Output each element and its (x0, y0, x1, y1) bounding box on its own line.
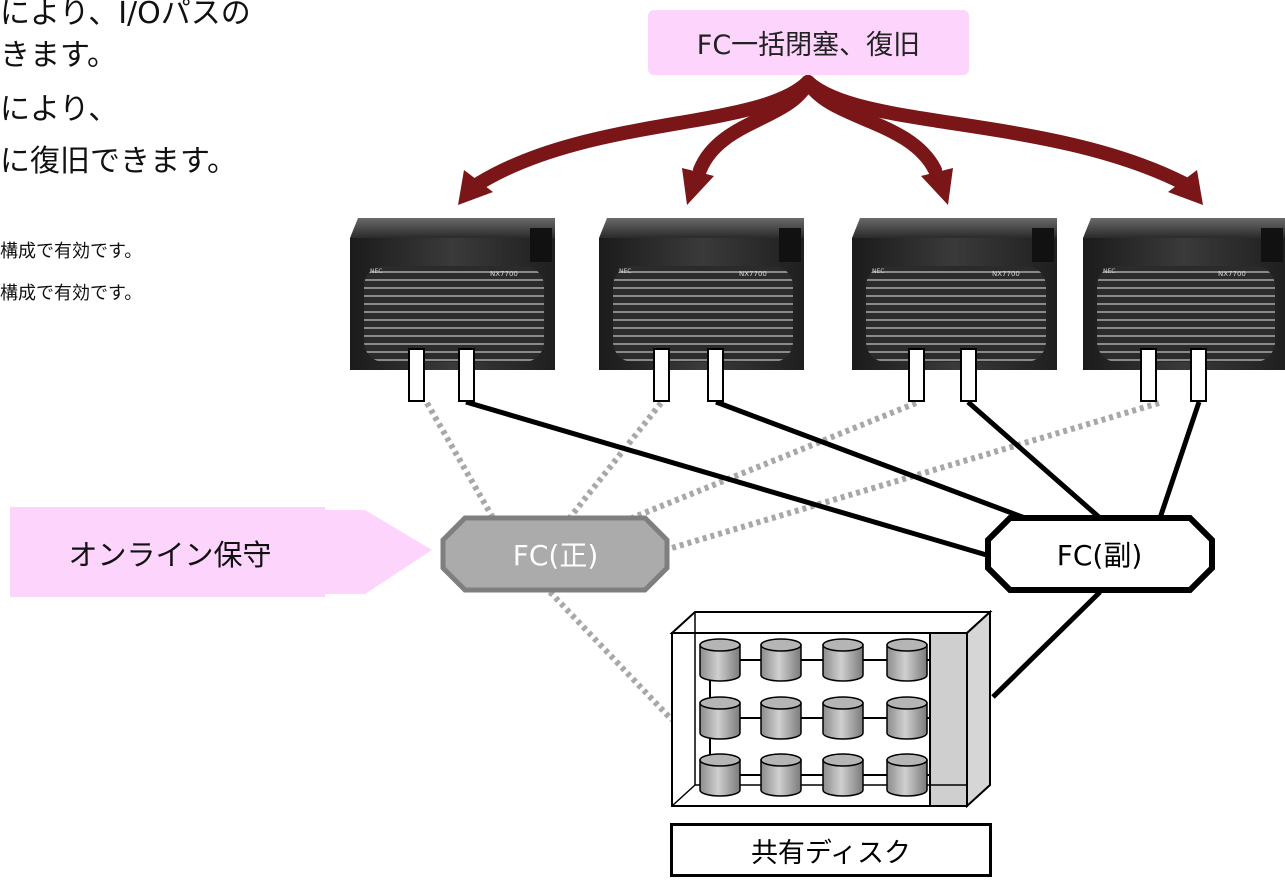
note-line-2: 構成で有効です。 (0, 283, 143, 304)
svg-text:NEC: NEC (872, 268, 884, 275)
disk-cylinder (822, 753, 864, 797)
disk-cylinder (886, 696, 928, 740)
secondary-path-1 (465, 399, 991, 559)
online-maintenance-label: オンライン保守 (68, 538, 272, 572)
secondary-path-disk (991, 590, 1102, 699)
server-1: NEC NX7700 (350, 218, 555, 402)
primary-path-1 (424, 401, 496, 520)
disk-cylinder (886, 753, 928, 797)
intro-text-line-2: きます。 (0, 38, 117, 73)
secondary-paths (465, 399, 1202, 699)
arrow-to-server-4 (801, 75, 1192, 191)
shared-disk-label: 共有ディスク (670, 823, 992, 877)
server-3: NEC NX7700 (852, 218, 1057, 402)
disk-cylinder (699, 753, 741, 797)
disk-cylinder (886, 638, 928, 682)
arrowheads (458, 168, 1203, 205)
disk-cylinder (760, 638, 802, 682)
arrowhead-2 (682, 168, 714, 205)
arrow-group (471, 75, 1192, 191)
primary-path-3 (588, 400, 918, 538)
svg-text:NX7700: NX7700 (1218, 270, 1246, 278)
online-maintenance-arrow (10, 507, 432, 597)
fc-batch-block-restore-label: FC一括閉塞、復旧 (648, 10, 969, 75)
intro-text-line-4: に復旧できます。 (0, 144, 237, 179)
arrowhead-4 (1168, 170, 1203, 205)
primary-path-disk (547, 589, 675, 723)
server-4: NEC NX7700 (1083, 218, 1285, 402)
intro-text-line-1: により、I/Oパスの (0, 0, 251, 31)
disk-cylinder (699, 696, 741, 740)
disk-cylinder (822, 638, 864, 682)
primary-path-2 (557, 401, 664, 532)
note-line-1: 構成で有効です。 (0, 241, 143, 262)
svg-text:NX7700: NX7700 (490, 270, 518, 278)
disk-cylinder (760, 753, 802, 797)
secondary-path-2 (715, 399, 1026, 521)
arrowhead-1 (458, 170, 493, 205)
fc-primary-label: FC(正) (512, 539, 599, 572)
fc-secondary-shape (985, 515, 1215, 593)
secondary-path-3 (966, 400, 1102, 520)
fc-primary-shape (440, 515, 670, 593)
svg-text:NEC: NEC (619, 268, 631, 275)
fc-secondary-label: FC(副) (1056, 539, 1143, 572)
svg-text:NX7700: NX7700 (992, 270, 1020, 278)
intro-text-line-3: により、 (0, 92, 119, 127)
arrow-to-server-1 (471, 75, 815, 191)
secondary-path-4 (1157, 401, 1202, 519)
arrow-to-server-2 (693, 75, 815, 177)
svg-text:NX7700: NX7700 (739, 270, 767, 278)
disk-cylinder (760, 696, 802, 740)
disk-cylinder (822, 696, 864, 740)
svg-text:NEC: NEC (370, 268, 382, 275)
arrowhead-3 (921, 168, 953, 205)
disk-cylinder (699, 638, 741, 682)
server-group: NEC NX7700 NEC NX7700 NEC (350, 218, 1285, 402)
disk-cylinders (699, 638, 928, 797)
server-2: NEC NX7700 (599, 218, 804, 402)
svg-text:NEC: NEC (1103, 268, 1115, 275)
